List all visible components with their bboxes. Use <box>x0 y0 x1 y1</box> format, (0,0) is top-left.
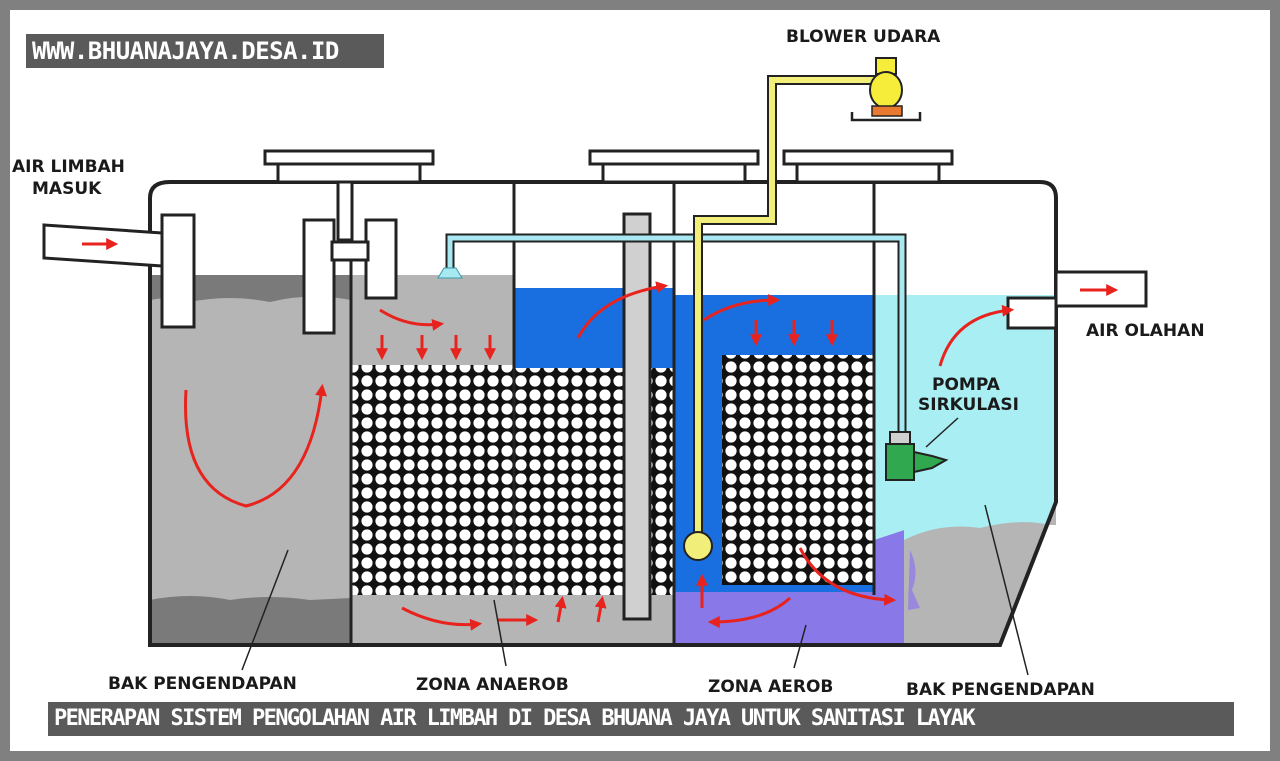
pump-icon <box>885 431 949 481</box>
site-url-banner: WWW.BHUANAJAYA.DESA.ID <box>26 34 384 68</box>
label-settling-left: BAK PENGENDAPAN <box>108 674 297 694</box>
label-inlet-line1: AIR LIMBAH <box>12 157 125 177</box>
manhole-covers <box>263 149 954 184</box>
filter-media-anaerobic-3 <box>650 368 674 595</box>
flow-arrows <box>82 238 1119 631</box>
air-diffuser <box>683 531 713 561</box>
chamber-settling-right <box>874 295 1056 645</box>
label-pump-line2: SIRKULASI <box>918 395 1019 415</box>
outlet-pipe <box>1006 270 1148 330</box>
riser-pipe <box>622 212 652 621</box>
label-blower: BLOWER UDARA <box>786 27 941 47</box>
circulation-pipe <box>447 235 905 435</box>
label-aerobic: ZONA AEROB <box>708 677 833 697</box>
label-outlet: AIR OLAHAN <box>1086 321 1205 341</box>
page-frame: BLOWER UDARA AIR LIMBAH MASUK AIR OLAHAN… <box>10 10 1270 751</box>
label-leader-lines <box>241 504 1029 676</box>
air-pipe <box>695 77 878 550</box>
tank-outline <box>148 180 1058 647</box>
baffle-t-pipe <box>302 180 398 335</box>
filter-media-anaerobic-2 <box>514 368 624 595</box>
label-anaerobic: ZONA ANAEROB <box>416 675 569 695</box>
filter-media-anaerobic-1 <box>351 365 514 595</box>
caption-banner: PENERAPAN SISTEM PENGOLAHAN AIR LIMBAH D… <box>48 702 1234 736</box>
chamber-settling-left <box>150 275 351 645</box>
wastewater-treatment-diagram: BLOWER UDARA AIR LIMBAH MASUK AIR OLAHAN… <box>12 27 1205 700</box>
inlet-pipe <box>42 213 196 329</box>
blower-icon <box>850 57 922 122</box>
label-inlet-line2: MASUK <box>32 179 102 199</box>
spray-nozzle <box>437 267 463 279</box>
label-pump-line1: POMPA <box>932 375 1001 395</box>
label-settling-right: BAK PENGENDAPAN <box>906 680 1095 700</box>
filter-media-aerobic <box>722 355 874 585</box>
pump-leader-line <box>925 417 959 448</box>
